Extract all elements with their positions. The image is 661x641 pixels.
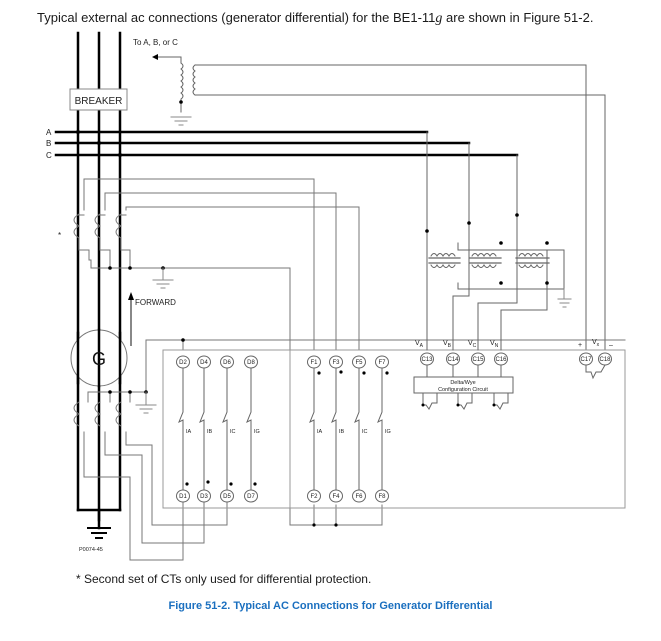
phase-label-b: B — [46, 139, 51, 148]
terminal-voltage: C13 — [420, 352, 434, 366]
terminal-label: D3 — [200, 494, 208, 500]
forward-label: FORWARD — [135, 298, 176, 307]
terminal-label: C18 — [599, 357, 611, 363]
terminal-label: F5 — [355, 360, 363, 366]
terminal-label: D1 — [179, 494, 187, 500]
terminal-d-top: D6 — [220, 355, 234, 369]
terminal-f-bottom: F4 — [329, 489, 343, 503]
current-input-label: IG — [254, 429, 260, 435]
current-input-label: IC — [230, 429, 236, 435]
current-input-label: IB — [339, 429, 345, 435]
current-input-label: IA — [186, 429, 192, 435]
current-input-label: IG — [385, 429, 391, 435]
ct-note-marker: * — [58, 231, 61, 240]
terminal-label: D4 — [200, 360, 208, 366]
terminal-label: F1 — [310, 360, 318, 366]
voltage-label-vc: VC — [468, 340, 477, 349]
terminal-label: F2 — [310, 494, 318, 500]
current-input-label: IC — [362, 429, 368, 435]
vt-arrow-icon — [152, 54, 158, 60]
terminal-label: C16 — [495, 357, 507, 363]
vt-destination-label: To A, B, or C — [133, 38, 178, 47]
ct-top-ground-icon — [152, 267, 174, 289]
ct-set-bottom — [73, 339, 626, 427]
generator-label: G — [92, 349, 106, 369]
polarity-marks — [185, 370, 389, 527]
terminal-f-top: F7 — [375, 355, 389, 369]
terminal-d-bottom: D3 — [197, 489, 211, 503]
current-input-label: IA — [317, 429, 323, 435]
vt-bank-ground-icon — [557, 288, 572, 308]
current-input-label: IB — [207, 429, 213, 435]
terminal-label: F4 — [332, 494, 340, 500]
relay-boundary — [162, 349, 626, 509]
terminal-label: C17 — [580, 357, 592, 363]
terminal-label: F3 — [332, 360, 340, 366]
terminal-label: D2 — [179, 360, 187, 366]
neutral-ground-icon — [87, 527, 111, 539]
forward-arrow-icon — [128, 292, 134, 300]
terminal-label: D8 — [247, 360, 255, 366]
terminal-f-bottom: F6 — [352, 489, 366, 503]
terminal-f-top: F5 — [352, 355, 366, 369]
f-current-inputs — [309, 367, 383, 496]
ct-set-top — [73, 213, 131, 269]
bus-junctions — [76, 130, 122, 157]
terminal-f-top: F3 — [329, 355, 343, 369]
terminal-d-bottom: D7 — [244, 489, 258, 503]
vx-transformer — [153, 56, 606, 351]
ct-secondary-wires-top — [83, 178, 383, 526]
voltage-label-vb: VB — [443, 340, 452, 349]
breaker-box — [69, 88, 128, 111]
terminal-f-bottom: F8 — [375, 489, 389, 503]
breaker-label: BREAKER — [75, 96, 123, 107]
terminal-d-top: D8 — [244, 355, 258, 369]
terminal-label: C14 — [447, 357, 459, 363]
terminal-label: F7 — [378, 360, 386, 366]
generator-bus — [54, 31, 519, 530]
terminal-label: C13 — [421, 357, 433, 363]
vx-plus-label: + — [578, 342, 582, 349]
voltage-label-va: VA — [415, 340, 424, 349]
phase-voltage-transformers — [426, 131, 565, 351]
terminal-f-top: F1 — [307, 355, 321, 369]
terminal-label: D7 — [247, 494, 255, 500]
terminal-label: F8 — [378, 494, 386, 500]
footnote: * Second set of CTs only used for differ… — [76, 572, 372, 586]
terminal-vx: C17 — [579, 352, 593, 366]
terminal-d-top: D2 — [176, 355, 190, 369]
terminal-vx: C18 — [598, 352, 612, 366]
terminal-voltage: C14 — [446, 352, 460, 366]
terminal-label: D5 — [223, 494, 231, 500]
phase-label-c: C — [46, 151, 52, 160]
intro-model-suffix: g — [435, 11, 443, 26]
config-circuit-line1: Delta/Wye — [450, 380, 475, 386]
terminal-f-bottom: F2 — [307, 489, 321, 503]
config-circuit-switches — [422, 392, 509, 410]
intro-text: Typical external ac connections (generat… — [37, 10, 593, 27]
terminal-d-bottom: D1 — [176, 489, 190, 503]
config-circuit-line2: Configuration Circuit — [438, 387, 488, 393]
ct-secondary-wires-bottom — [83, 431, 228, 561]
terminal-voltage: C16 — [494, 352, 508, 366]
terminal-label: C15 — [472, 357, 484, 363]
vx-minus-label: – — [609, 342, 613, 349]
d-current-inputs — [178, 367, 252, 496]
vt-ground-icon — [170, 116, 192, 126]
figure-caption: Figure 51-2. Typical AC Connections for … — [168, 600, 493, 612]
voltage-label-vn: VN — [490, 340, 499, 349]
terminal-d-bottom: D5 — [220, 489, 234, 503]
intro-suffix: are shown in Figure 51-2. — [442, 10, 594, 25]
ct-bottom-ground-icon — [135, 391, 157, 414]
terminal-label: D6 — [223, 360, 231, 366]
terminal-label: F6 — [355, 494, 363, 500]
voltage-label-vx: Vx — [592, 339, 600, 348]
drawing-id: P0074-45 — [79, 547, 103, 553]
delta-wye-config-circuit — [413, 376, 514, 394]
terminal-d-top: D4 — [197, 355, 211, 369]
intro-prefix: Typical external ac connections (generat… — [37, 10, 436, 25]
phase-label-a: A — [46, 128, 52, 137]
terminal-voltage: C15 — [471, 352, 485, 366]
